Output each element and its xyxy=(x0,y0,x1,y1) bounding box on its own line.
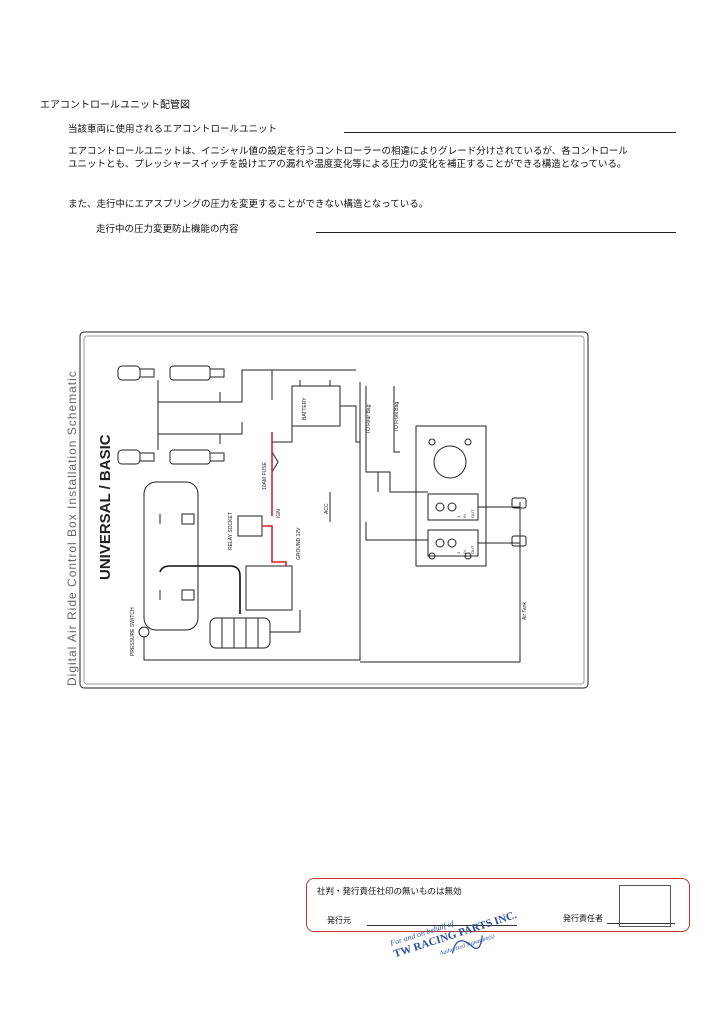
valve-number-label: 2 xyxy=(456,551,461,554)
valve-block-icon xyxy=(415,425,487,567)
signature-scribble xyxy=(451,935,483,954)
valve-number-label: 1 xyxy=(456,515,461,518)
air-spring-icon xyxy=(117,365,141,381)
document-title: エアコントロールユニット配管図 xyxy=(40,100,190,111)
paragraph-description: エアコントロールユニットは、イニシャル値の設定を行うコントローラーの相違によりグ… xyxy=(68,146,628,170)
fuse-icon xyxy=(271,451,279,473)
valve-out-label: OUT xyxy=(470,545,475,554)
section-subtitle-function: 走行中の圧力変更防止機能の内容 xyxy=(96,224,239,235)
responsible-signature-line xyxy=(607,923,675,924)
paragraph-no-change: また、走行中にエアスプリングの圧力を変更することができない構造となっている。 xyxy=(68,199,429,210)
fuse-label: 10AM FUSE xyxy=(262,462,268,490)
section-subtitle-unit: 当該車両に使用されるエアコントロールユニット xyxy=(68,124,278,135)
schematic-main-label: UNIVERSAL / BASIC xyxy=(97,434,114,580)
fill-in-line-function xyxy=(316,232,676,233)
pressure-switch-label: PRESSURE SWITCH xyxy=(130,607,136,656)
issuer-label: 発行元 xyxy=(327,916,351,925)
pressure-switch-icon xyxy=(138,626,150,638)
ign-label: IGN xyxy=(276,509,282,518)
air-spring-icon xyxy=(117,449,141,465)
air-tank-icon xyxy=(143,481,199,631)
acc-label: ACC xyxy=(324,503,330,514)
schematic-side-title: Digital Air Ride Control Box Installatio… xyxy=(65,370,79,686)
fill-in-line-unit xyxy=(344,132,676,133)
installation-schematic: Digital Air Ride Control Box Installatio… xyxy=(65,331,589,689)
seal-box xyxy=(619,885,671,927)
valve-out-label: OUT xyxy=(470,509,475,518)
ground-label: GROUND 12V xyxy=(296,527,302,560)
issuer-stamp-box: 社判・発行責任社印の無いものは無効 発行元 発行責任者 xyxy=(306,878,690,932)
schematic-frame xyxy=(79,331,589,689)
rear-bag-label: TO Rear Bag xyxy=(366,404,372,434)
battery-label: BATTERY xyxy=(302,397,308,420)
compressor-icon xyxy=(245,565,293,611)
relay-socket-icon xyxy=(237,515,263,537)
front-bag-label: TO Front Bag xyxy=(394,402,400,432)
air-tank-label: Air Tank xyxy=(522,602,528,620)
stamp-validity-note: 社判・発行責任社印の無いものは無効 xyxy=(317,887,462,897)
responsible-label: 発行責任者 xyxy=(563,914,603,923)
valve-in-label: IN xyxy=(462,550,467,554)
relay-label: RELAY SOCKET xyxy=(228,512,234,550)
valve-in-label: IN xyxy=(462,514,467,518)
issuer-signature-line xyxy=(367,925,517,926)
shock-absorber-icon xyxy=(169,449,211,465)
battery-icon xyxy=(291,385,341,427)
company-rubber-stamp: For and on behalf of TW RACING PARTS INC… xyxy=(388,909,518,960)
shock-absorber-icon xyxy=(169,365,211,381)
